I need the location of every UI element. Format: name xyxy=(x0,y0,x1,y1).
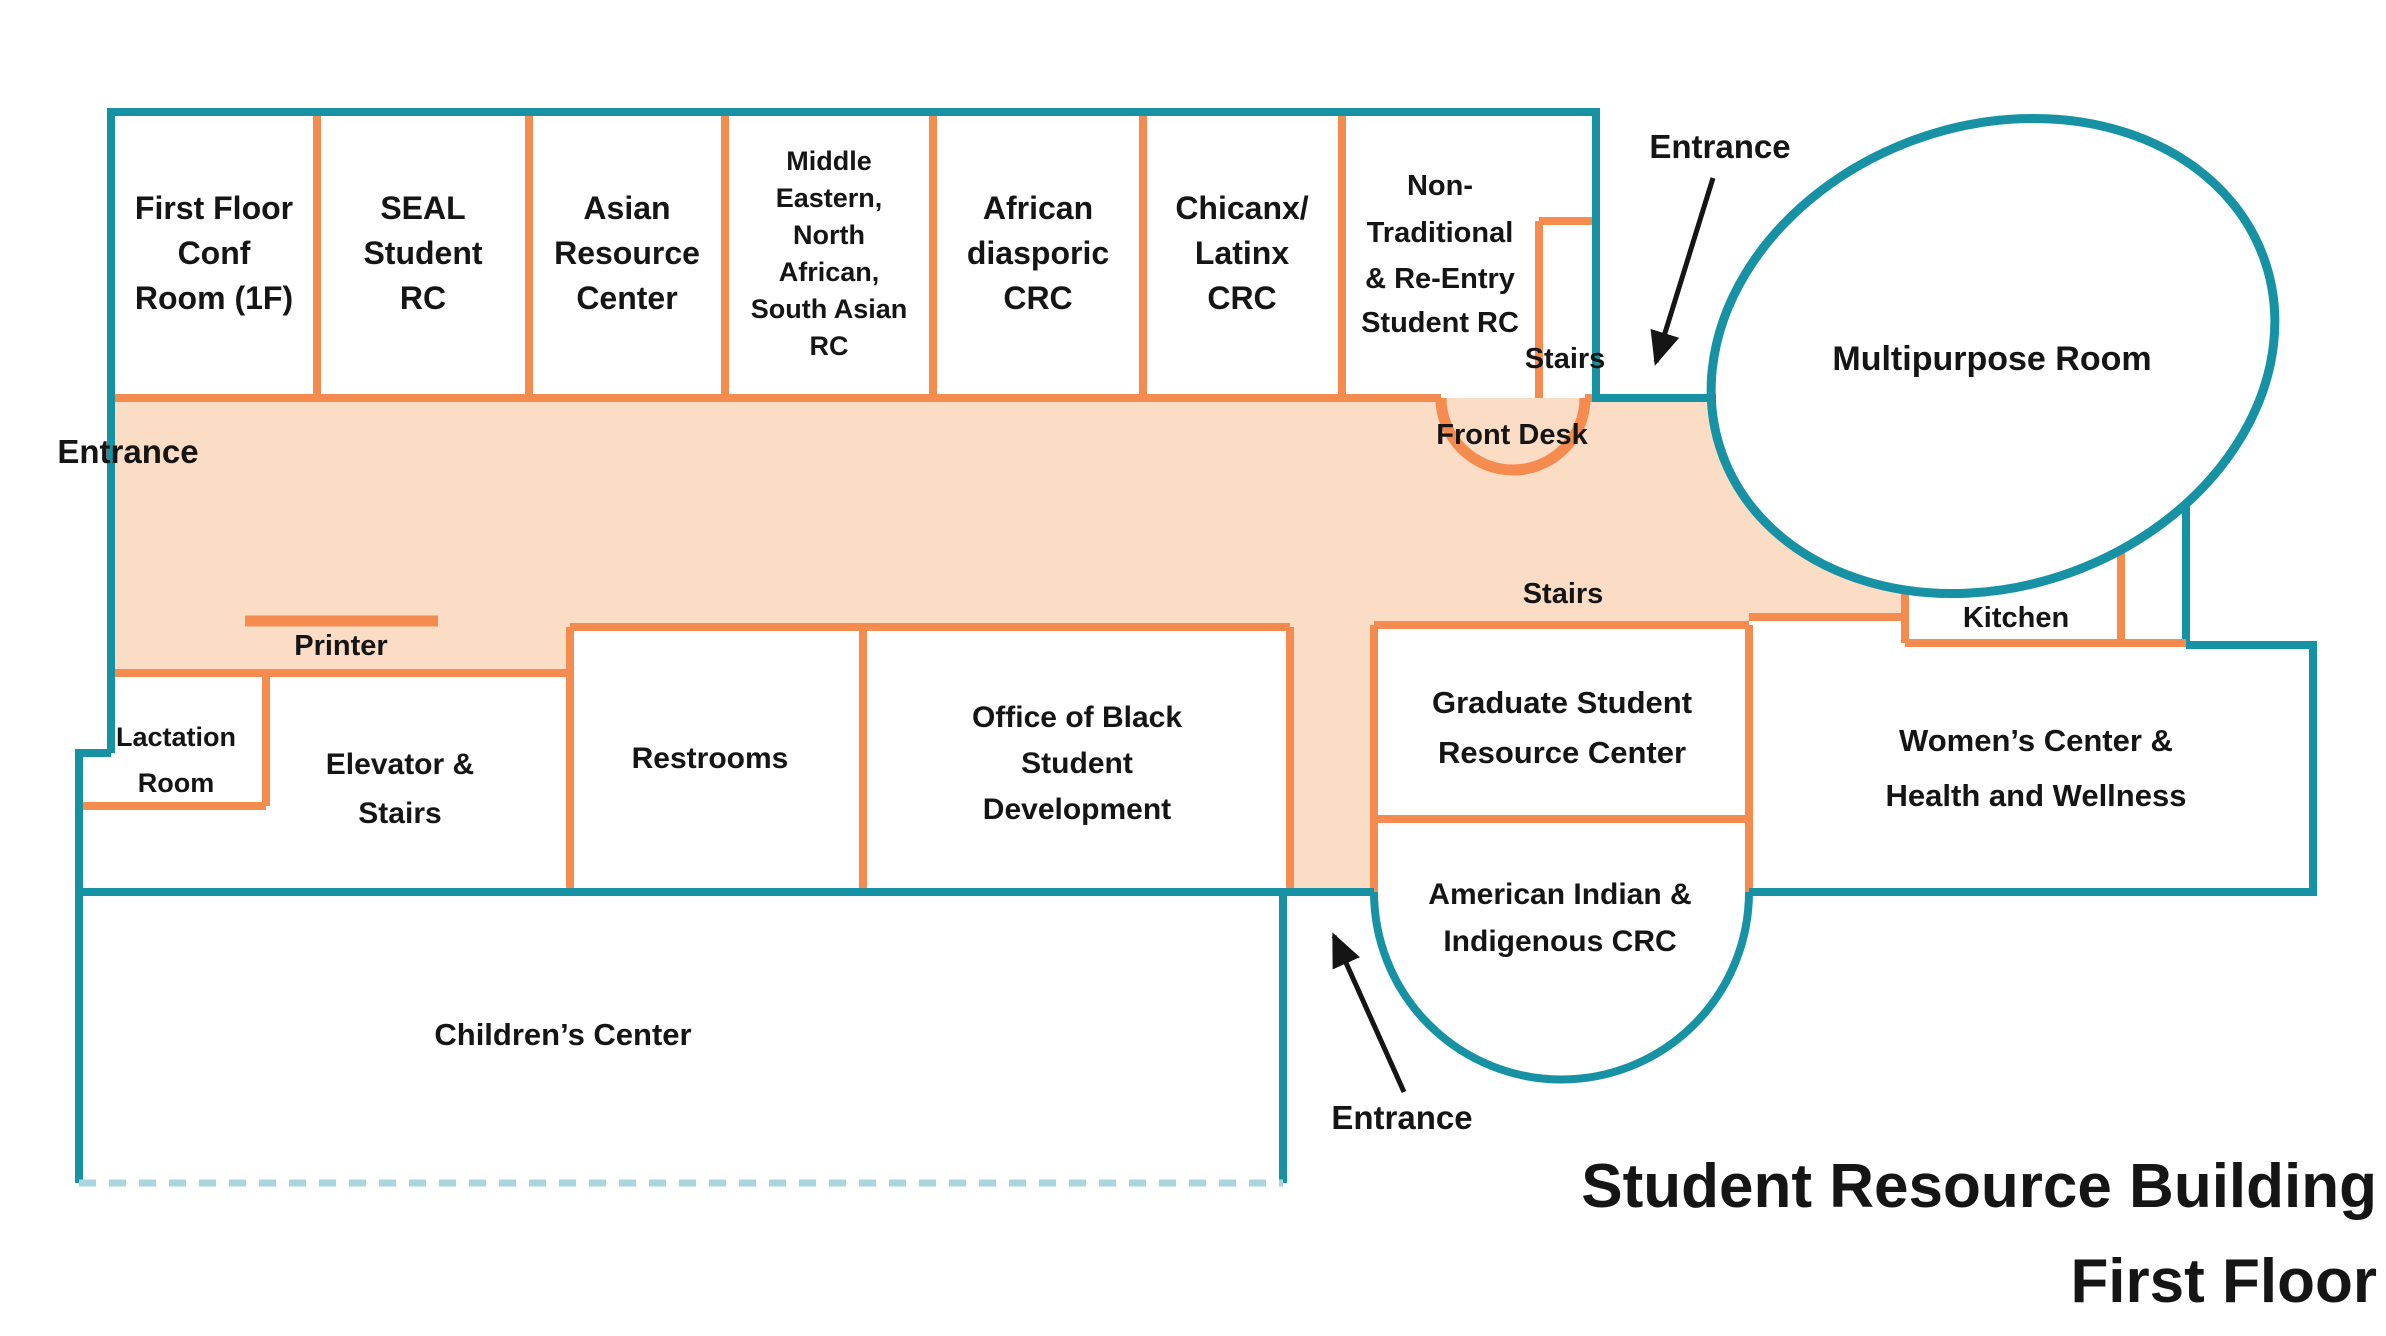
title-line-2: First Floor xyxy=(2070,1247,2377,1316)
room-label-lactation-l2: Room xyxy=(138,768,215,798)
annotation-labels: Entrance Entrance Entrance Stairs Stairs… xyxy=(57,128,1790,1136)
printer-label: Printer xyxy=(294,630,387,662)
entrance-top-arrow xyxy=(1650,177,1716,366)
room-label-lactation: Lactation xyxy=(116,722,236,752)
room-label-womens-center: Women’s Center & xyxy=(1899,723,2173,758)
room-label-womens-center-l2: Health and Wellness xyxy=(1886,778,2187,813)
front-desk-label: Front Desk xyxy=(1436,419,1588,451)
room-label-seal-l2: Student xyxy=(363,235,482,271)
stairs-top-label: Stairs xyxy=(1525,343,1606,375)
teal-walls xyxy=(75,108,2317,1187)
room-label-nontrad-rc-l3: & Re-Entry xyxy=(1365,263,1515,295)
room-label-african-crc-l3: CRC xyxy=(1003,280,1072,316)
room-label-american-indian-l2: Indigenous CRC xyxy=(1443,925,1676,958)
room-label-chicanx-crc-l3: CRC xyxy=(1207,280,1276,316)
title-line-1: Student Resource Building xyxy=(1581,1152,2377,1221)
room-label-american-indian: American Indian & xyxy=(1428,878,1691,911)
multipurpose-room-ellipse xyxy=(1706,113,2280,599)
front-desk-counter xyxy=(1435,397,1591,476)
entrance-top-label: Entrance xyxy=(1649,128,1790,165)
page-title: Student Resource Building First Floor xyxy=(1581,1152,2377,1316)
entrance-bottom-arrow xyxy=(1331,932,1407,1094)
elevator-room-interior xyxy=(83,673,570,892)
room-label-mena-rc-l4: African, xyxy=(779,257,880,287)
stairs-enclosure xyxy=(1535,217,1596,398)
room-label-graduate-l2: Resource Center xyxy=(1438,735,1686,770)
room-label-office: Office of Black xyxy=(972,701,1182,734)
restrooms-office-interior xyxy=(570,627,1290,892)
room-label-childrens-center: Children’s Center xyxy=(434,1017,691,1052)
room-label-mena-rc-l6: RC xyxy=(810,331,849,361)
room-label-elevator: Elevator & xyxy=(326,748,474,781)
room-labels: First Floor Conf Room (1F) SEAL Student … xyxy=(116,146,2186,1052)
room-label-first-floor-conf-l2: Conf xyxy=(178,235,251,271)
room-label-mena-rc-l2: Eastern, xyxy=(776,183,883,213)
room-label-office-l3: Development xyxy=(983,793,1171,826)
lactation-room-walls xyxy=(83,673,270,810)
arrows xyxy=(1331,177,1716,1094)
room-label-seal: SEAL xyxy=(380,190,465,226)
room-label-graduate: Graduate Student xyxy=(1432,685,1692,720)
room-label-chicanx-crc: Chicanx/ xyxy=(1175,190,1308,226)
room-label-asian-rc: Asian xyxy=(583,190,670,226)
room-label-asian-rc-l3: Center xyxy=(576,280,677,316)
graduate-american-interior xyxy=(1374,625,1749,892)
entrance-left-label: Entrance xyxy=(57,433,198,470)
room-label-african-crc-l2: diasporic xyxy=(967,235,1109,271)
room-label-nontrad-rc-l2: Traditional xyxy=(1367,217,1514,249)
room-label-chicanx-crc-l2: Latinx xyxy=(1195,235,1289,271)
restrooms-office-walls xyxy=(566,623,1294,892)
room-label-seal-l3: RC xyxy=(400,280,446,316)
entrance-bottom-label: Entrance xyxy=(1331,1099,1472,1136)
room-label-restrooms: Restrooms xyxy=(632,742,789,775)
hallway-fill xyxy=(115,397,2050,892)
room-label-mena-rc: Middle xyxy=(786,146,872,176)
room-label-multipurpose: Multipurpose Room xyxy=(1832,340,2151,378)
room-label-mena-rc-l3: North xyxy=(793,220,865,250)
room-label-first-floor-conf: First Floor xyxy=(135,190,293,226)
room-label-kitchen: Kitchen xyxy=(1963,602,2069,634)
american-indian-room-arc xyxy=(1370,891,1753,1084)
room-label-elevator-l2: Stairs xyxy=(358,797,441,830)
room-label-nontrad-rc: Non- xyxy=(1407,170,1473,202)
room-label-office-l2: Student xyxy=(1021,747,1133,780)
room-label-first-floor-conf-l3: Room (1F) xyxy=(135,280,293,316)
graduate-american-walls xyxy=(1370,621,1753,892)
room-label-nontrad-rc-l4: Student RC xyxy=(1361,307,1519,339)
room-label-african-crc: African xyxy=(983,190,1093,226)
room-label-asian-rc-l2: Resource xyxy=(554,235,700,271)
stairs-right-label: Stairs xyxy=(1523,578,1604,610)
room-label-mena-rc-l5: South Asian xyxy=(751,294,908,324)
hallway-polygon xyxy=(115,398,2050,892)
outer-left-wall xyxy=(75,108,115,1183)
